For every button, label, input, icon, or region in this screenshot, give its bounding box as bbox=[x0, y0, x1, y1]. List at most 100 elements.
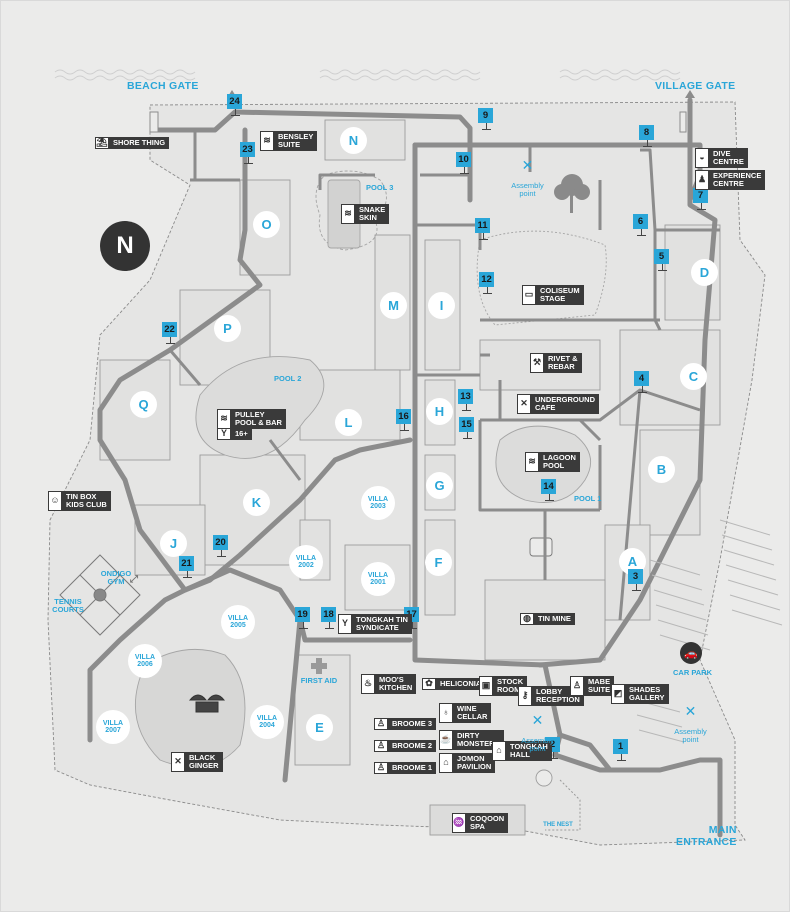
zone-c[interactable]: C bbox=[680, 363, 707, 390]
zone-b[interactable]: B bbox=[648, 456, 675, 483]
place-adults-16[interactable]: Y 16+ bbox=[217, 428, 252, 440]
zone-h[interactable]: H bbox=[426, 398, 453, 425]
zone-m[interactable]: M bbox=[380, 292, 407, 319]
marker-8[interactable]: 8 bbox=[639, 125, 654, 147]
marker-6[interactable]: 6 bbox=[633, 214, 648, 236]
marker-12[interactable]: 12 bbox=[479, 272, 494, 294]
zone-d[interactable]: D bbox=[691, 259, 718, 286]
place-rivet-rebar[interactable]: ⚒ RIVET & REBAR bbox=[530, 353, 582, 373]
marker-1[interactable]: 1 bbox=[613, 739, 628, 761]
assembly-point-icon: ✕ bbox=[521, 157, 534, 174]
marker-13[interactable]: 13 bbox=[458, 389, 473, 411]
umbrella-icon: ⛱ bbox=[95, 137, 109, 149]
place-dive-centre[interactable]: ◒ DIVE CENTRE bbox=[695, 148, 748, 168]
place-experience-centre[interactable]: ♟ EXPERIENCE CENTRE bbox=[695, 170, 766, 190]
cutlery-icon: ✕ bbox=[517, 394, 531, 414]
marker-9[interactable]: 9 bbox=[478, 108, 493, 130]
marker-24[interactable]: 24 bbox=[227, 94, 242, 116]
place-tongkah-hall[interactable]: ⌂ TONGKAH HALL bbox=[492, 741, 552, 761]
waves-icon: ≋ bbox=[260, 131, 274, 151]
place-bensley-suite[interactable]: ≋ BENSLEY SUITE bbox=[260, 131, 318, 151]
villa-2002[interactable]: VILLA 2002 bbox=[289, 545, 323, 579]
place-coqoon-spa[interactable]: ♒ COQOON SPA bbox=[452, 813, 509, 833]
waves-icon: ≋ bbox=[525, 452, 539, 472]
place-label: SHORE THING bbox=[113, 138, 166, 147]
villa-2007[interactable]: VILLA 2007 bbox=[96, 710, 130, 744]
marker-22[interactable]: 22 bbox=[162, 322, 177, 344]
place-label: COQOON SPA bbox=[470, 814, 505, 831]
place-label: TIN BOX KIDS CLUB bbox=[66, 492, 107, 509]
person-icon: ♙ bbox=[570, 676, 584, 696]
place-shore-thing[interactable]: ⛱ SHORE THING bbox=[95, 137, 170, 149]
place-black-ginger[interactable]: ✕ BLACK GINGER bbox=[171, 752, 223, 772]
place-label: BROOME 3 bbox=[392, 719, 433, 728]
place-lagoon-pool[interactable]: ≋ LAGOON POOL bbox=[525, 452, 580, 472]
place-label: BROOME 1 bbox=[392, 763, 433, 772]
zone-k[interactable]: K bbox=[243, 489, 270, 516]
waves-icon: ≋ bbox=[217, 409, 231, 429]
beach-gate-label: BEACH GATE bbox=[127, 80, 199, 92]
zone-o[interactable]: O bbox=[253, 211, 280, 238]
place-label: HELICONIA bbox=[440, 679, 482, 688]
pavilion-icon: ⌂ bbox=[439, 753, 453, 773]
place-mabe-suite[interactable]: ♙ MABE SUITE bbox=[570, 676, 615, 696]
place-label: DIRTY MONSTERA bbox=[457, 731, 500, 748]
place-tin-mine[interactable]: ◍ TIN MINE bbox=[520, 613, 575, 625]
marker-23[interactable]: 23 bbox=[240, 142, 255, 164]
zone-g[interactable]: G bbox=[426, 472, 453, 499]
place-snake-skin[interactable]: ≋ SNAKE SKIN bbox=[341, 204, 390, 224]
marker-14[interactable]: 14 bbox=[541, 479, 556, 501]
person-icon: ♙ bbox=[374, 740, 388, 752]
place-heliconia[interactable]: ✿ HELICONIA bbox=[422, 678, 486, 690]
marker-16[interactable]: 16 bbox=[396, 409, 411, 431]
place-tin-box-kids-club[interactable]: ☺ TIN BOX KIDS CLUB bbox=[48, 491, 111, 511]
place-lobby-reception[interactable]: ⚷ LOBBY RECEPTION bbox=[518, 686, 584, 706]
cocktail-icon: Y bbox=[338, 614, 352, 634]
place-dirty-monstera[interactable]: ☕ DIRTY MONSTERA bbox=[439, 730, 504, 750]
marker-7[interactable]: 7 bbox=[693, 188, 708, 210]
villa-2003[interactable]: VILLA 2003 bbox=[361, 486, 395, 520]
marker-3[interactable]: 3 bbox=[628, 569, 643, 591]
marker-15[interactable]: 15 bbox=[459, 417, 474, 439]
place-label: STOCK ROOM bbox=[497, 677, 524, 694]
assembly-point-lobby: ✕ Assembly point bbox=[515, 705, 560, 753]
place-broome-2[interactable]: ♙ BROOME 2 bbox=[374, 740, 437, 752]
marker-20[interactable]: 20 bbox=[213, 535, 228, 557]
zone-q[interactable]: Q bbox=[130, 391, 157, 418]
hammer-icon: ⚒ bbox=[530, 353, 544, 373]
place-wine-cellar[interactable]: ♁ WINE CELLAR bbox=[439, 703, 492, 723]
place-broome-1[interactable]: ♙ BROOME 1 bbox=[374, 762, 437, 774]
villa-2006[interactable]: VILLA 2006 bbox=[128, 644, 162, 678]
zone-p[interactable]: P bbox=[214, 315, 241, 342]
place-label: TONGKAH HALL bbox=[510, 742, 548, 759]
place-coliseum-stage[interactable]: ▭ COLISEUM STAGE bbox=[522, 285, 584, 305]
place-stock-room[interactable]: ▣ STOCK ROOM bbox=[479, 676, 528, 696]
villa-2001[interactable]: VILLA 2001 bbox=[361, 562, 395, 596]
place-broome-3[interactable]: ♙ BROOME 3 bbox=[374, 718, 437, 730]
place-pulley-pool-bar[interactable]: ≋ PULLEY POOL & BAR bbox=[217, 409, 286, 429]
marker-4[interactable]: 4 bbox=[634, 371, 649, 393]
place-tongkah-tin-syndicate[interactable]: Y TONGKAH TIN SYNDICATE bbox=[338, 614, 412, 634]
pool-1-label: POOL 1 bbox=[574, 494, 602, 503]
marker-18[interactable]: 18 bbox=[321, 607, 336, 629]
villa-2004[interactable]: VILLA 2004 bbox=[250, 705, 284, 739]
marker-5[interactable]: 5 bbox=[654, 249, 669, 271]
place-shades-gallery[interactable]: ◩ SHADES GALLERY bbox=[611, 684, 669, 704]
marker-11[interactable]: 11 bbox=[475, 218, 490, 240]
gallery-icon: ◩ bbox=[611, 684, 625, 704]
zone-l[interactable]: L bbox=[335, 409, 362, 436]
tin-mine-icon: ◍ bbox=[520, 613, 534, 625]
zone-n[interactable]: N bbox=[340, 127, 367, 154]
marker-10[interactable]: 10 bbox=[456, 152, 471, 174]
marker-19[interactable]: 19 bbox=[295, 607, 310, 629]
place-moos-kitchen[interactable]: ♨ MOO'S KITCHEN bbox=[361, 674, 417, 694]
coffee-icon: ☕ bbox=[439, 730, 453, 750]
villa-2005[interactable]: VILLA 2005 bbox=[221, 605, 255, 639]
zone-i[interactable]: I bbox=[428, 292, 455, 319]
zone-e[interactable]: E bbox=[306, 714, 333, 741]
place-jomon-pavilion[interactable]: ⌂ JOMON PAVILION bbox=[439, 753, 496, 773]
place-underground-cafe[interactable]: ✕ UNDERGROUND CAFE bbox=[517, 394, 599, 414]
zone-j[interactable]: J bbox=[160, 530, 187, 557]
marker-21[interactable]: 21 bbox=[179, 556, 194, 578]
zone-f[interactable]: F bbox=[425, 549, 452, 576]
